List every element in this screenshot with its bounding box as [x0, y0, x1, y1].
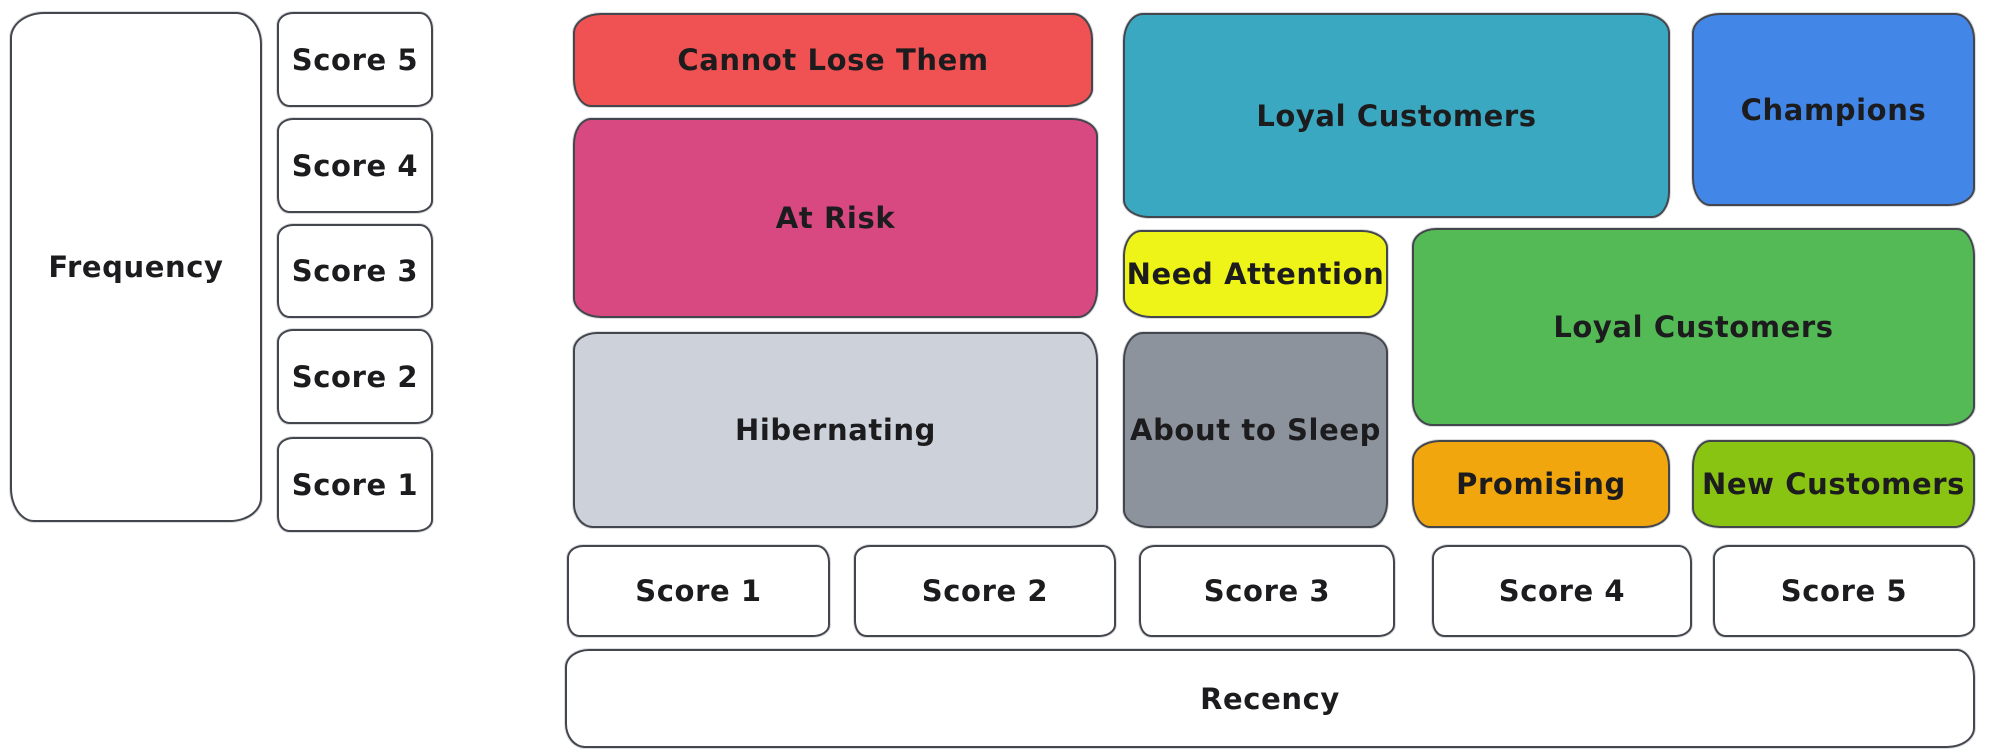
segment-promising: Promising [1412, 440, 1670, 528]
recency-score-1-box: Score 1 [567, 545, 830, 637]
recency-score-2-label: Score 2 [921, 574, 1049, 608]
frequency-score-1-label: Score 1 [291, 467, 419, 502]
recency-score-3-label: Score 3 [1203, 574, 1331, 608]
segment-need-attention-label: Need Attention [1126, 257, 1385, 291]
recency-axis-label: Recency [1200, 681, 1340, 716]
segment-need-attention: Need Attention [1123, 230, 1388, 318]
segment-hibernating-label: Hibernating [735, 413, 936, 447]
segment-about-to-sleep: About to Sleep [1123, 332, 1388, 528]
segment-cannot-lose-them: Cannot Lose Them [573, 13, 1093, 107]
segment-champions: Champions [1692, 13, 1975, 206]
segment-promising-label: Promising [1456, 467, 1626, 501]
segment-loyal-customers-top-label: Loyal Customers [1256, 98, 1537, 133]
frequency-score-2-box: Score 2 [277, 329, 433, 424]
frequency-score-3-box: Score 3 [277, 224, 433, 318]
recency-score-2-box: Score 2 [854, 545, 1116, 637]
frequency-score-3-label: Score 3 [291, 254, 419, 288]
recency-score-4-box: Score 4 [1432, 545, 1692, 637]
recency-score-5-box: Score 5 [1713, 545, 1975, 637]
recency-score-1-label: Score 1 [635, 574, 762, 608]
frequency-score-4-label: Score 4 [291, 148, 419, 183]
segment-loyal-customers-mid-label: Loyal Customers [1553, 310, 1834, 344]
frequency-axis-label: Frequency [48, 250, 224, 284]
segment-hibernating: Hibernating [573, 332, 1098, 528]
recency-score-3-box: Score 3 [1139, 545, 1395, 637]
frequency-score-2-label: Score 2 [291, 359, 419, 394]
frequency-score-1-box: Score 1 [277, 437, 433, 532]
segment-at-risk: At Risk [573, 118, 1098, 318]
segment-new-customers-label: New Customers [1701, 467, 1966, 501]
frequency-axis-box: Frequency [10, 12, 262, 522]
segment-cannot-lose-them-label: Cannot Lose Them [677, 43, 989, 77]
frequency-score-5-box: Score 5 [277, 12, 433, 107]
segment-loyal-customers-mid: Loyal Customers [1412, 228, 1975, 426]
segment-new-customers: New Customers [1692, 440, 1975, 528]
segment-about-to-sleep-label: About to Sleep [1130, 413, 1381, 447]
recency-score-5-label: Score 5 [1780, 574, 1908, 608]
segment-champions-label: Champions [1740, 92, 1927, 127]
recency-axis-box: Recency [565, 649, 1975, 748]
frequency-score-4-box: Score 4 [277, 118, 433, 213]
recency-score-4-label: Score 4 [1498, 574, 1626, 608]
segment-loyal-customers-top: Loyal Customers [1123, 13, 1670, 218]
frequency-score-5-label: Score 5 [291, 42, 419, 77]
segment-at-risk-label: At Risk [775, 201, 896, 235]
